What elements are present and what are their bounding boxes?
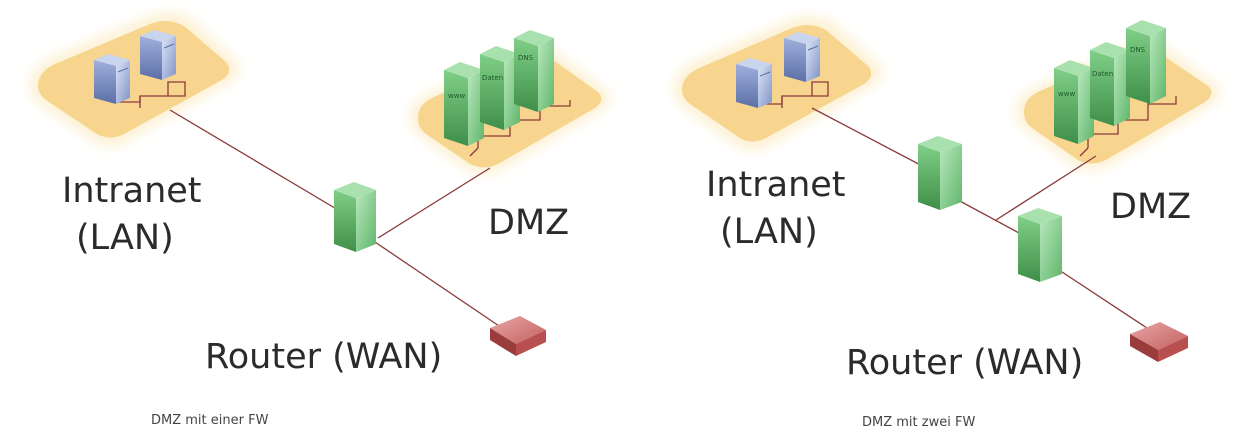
dmz-server-dns: DNS (514, 30, 554, 112)
left-intranet-line1: Intranet (62, 171, 202, 211)
lan-pc-1 (94, 54, 130, 104)
lan-pc-2 (784, 32, 820, 82)
firewall (334, 182, 376, 252)
right-router-label: Router (WAN) (846, 343, 1084, 383)
dmz-server-www: www (444, 62, 484, 146)
right-intranet-label: Intranet (LAN) (706, 162, 846, 256)
left-diagram: www Daten DNS (30, 12, 611, 356)
lan-pc-2 (140, 30, 176, 80)
left-intranet-line2: (LAN) (76, 218, 174, 258)
right-intranet-line1: Intranet (706, 165, 846, 205)
right-dmz-label: DMZ (1110, 187, 1192, 227)
dmz-server-daten: Daten (1090, 42, 1130, 126)
right-caption: DMZ mit zwei FW (862, 415, 976, 430)
server-tag-dns: DNS (518, 54, 534, 62)
lan-zone (674, 16, 882, 151)
server-tag-www: www (1058, 90, 1075, 98)
left-dmz-label: DMZ (488, 203, 570, 243)
server-tag-www: www (448, 92, 465, 100)
dmz-server-www: www (1054, 60, 1094, 144)
lan-zone (30, 12, 239, 147)
left-intranet-label: Intranet (LAN) (62, 168, 202, 262)
right-intranet-line2: (LAN) (720, 212, 818, 252)
firewall-2 (1018, 208, 1062, 282)
server-tag-dns: DNS (1130, 46, 1146, 54)
dmz-server-dns: DNS (1126, 20, 1166, 104)
router (490, 316, 546, 356)
lan-pc-1 (736, 58, 772, 108)
left-caption: DMZ mit einer FW (151, 413, 269, 428)
router (1130, 322, 1188, 362)
server-tag-daten: Daten (482, 74, 503, 82)
server-tag-daten: Daten (1092, 70, 1113, 78)
right-diagram: www Daten DNS (674, 16, 1221, 362)
firewall-1 (918, 136, 962, 210)
left-router-label: Router (WAN) (205, 337, 443, 377)
